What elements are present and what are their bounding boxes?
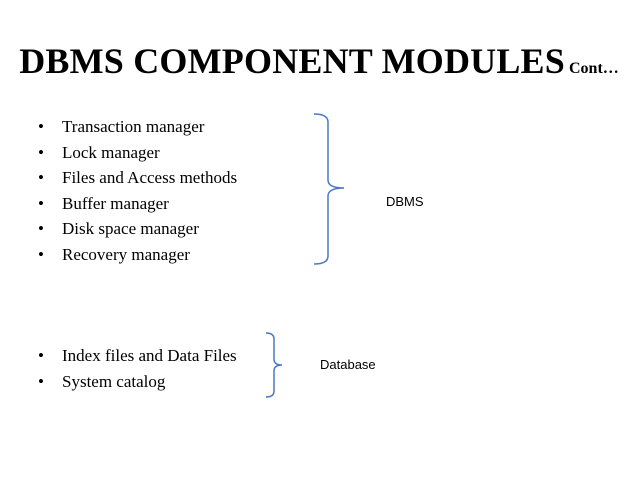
database-modules-list: • Index files and Data Files • System cata… xyxy=(38,343,237,394)
list-item-text: Index files and Data Files xyxy=(62,346,237,365)
title-suffix: Cont… xyxy=(569,60,619,77)
bullet-icon: • xyxy=(38,117,44,136)
bullet-icon: • xyxy=(38,346,44,365)
list-item: • Disk space manager xyxy=(38,216,237,242)
list-item: • Recovery manager xyxy=(38,242,237,268)
brace-database-icon xyxy=(265,332,283,398)
list-item: • Buffer manager xyxy=(38,191,237,217)
bullet-icon: • xyxy=(38,168,44,187)
list-item-text: Files and Access methods xyxy=(62,168,238,187)
bullet-icon: • xyxy=(38,219,44,238)
bullet-icon: • xyxy=(38,142,44,162)
list-item: • Index files and Data Files xyxy=(38,343,237,369)
list-item: • Transaction manager xyxy=(38,114,237,140)
dbms-modules-list: • Transaction manager • Lock manager • File… xyxy=(38,114,237,267)
list-item-text: Lock manager xyxy=(62,142,160,162)
list-item-text: System catalog xyxy=(62,371,166,391)
list-item-text: Transaction manager xyxy=(62,117,205,136)
title-main: DBMS COMPONENT MODULES xyxy=(19,41,565,81)
list-item-text: Buffer manager xyxy=(62,193,169,213)
group-label-dbms: DBMS xyxy=(386,194,424,209)
slide-title: DBMS COMPONENT MODULES Cont… xyxy=(0,40,638,82)
list-item-text: Recovery manager xyxy=(62,244,190,264)
bullet-icon: • xyxy=(38,371,44,391)
brace-dbms-icon xyxy=(313,113,345,265)
bullet-icon: • xyxy=(38,193,44,213)
bullet-icon: • xyxy=(38,244,44,264)
list-item: • Lock manager xyxy=(38,140,237,166)
list-item: • Files and Access methods xyxy=(38,165,237,191)
list-item-text: Disk space manager xyxy=(62,219,199,238)
list-item: • System catalog xyxy=(38,369,237,395)
group-label-database: Database xyxy=(320,357,376,372)
